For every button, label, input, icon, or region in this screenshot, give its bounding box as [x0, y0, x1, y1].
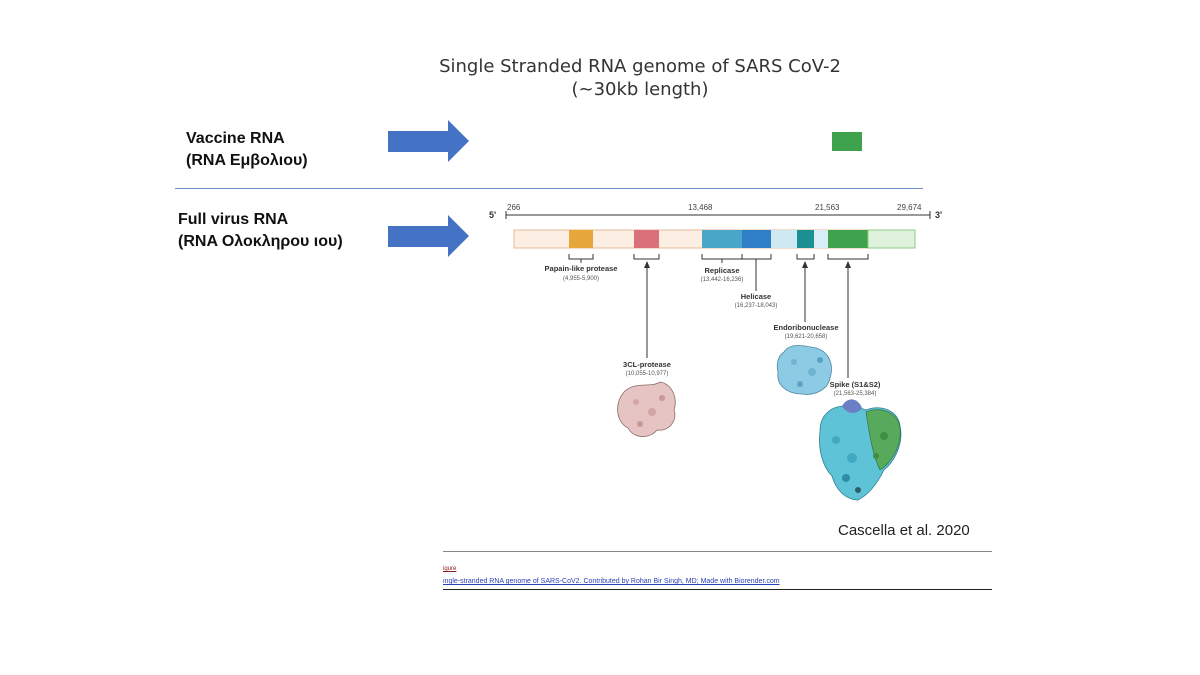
cl3-segment — [634, 230, 659, 248]
cl3-range: (10,055-10,977) — [625, 371, 669, 377]
full-virus-rna-label-line-1: Full virus RNA — [178, 211, 289, 228]
endoribonuclease-protein-structure — [776, 345, 832, 395]
tick-label-13468: 13,468 — [688, 203, 713, 212]
tick-label-21563: 21,563 — [815, 203, 840, 212]
section-divider — [175, 188, 923, 189]
replicase-bracket — [701, 254, 743, 260]
replicase-segment — [702, 230, 742, 248]
tick-label-266: 266 — [507, 203, 521, 212]
title-line-1: Single Stranded RNA genome of SARS CoV-2 — [439, 56, 841, 77]
helicase-segment — [742, 230, 771, 248]
three-prime-end: 3' — [935, 210, 943, 220]
papain-segment — [569, 230, 593, 248]
helicase-label: Helicase — [740, 292, 772, 301]
caption-top-rule — [443, 551, 992, 552]
figure-caption-link[interactable]: ingle-stranded RNA genome of SARS-CoV2. … — [443, 578, 780, 585]
pre-endo-segment — [771, 230, 797, 248]
endo-label: Endoribonuclease — [773, 323, 839, 332]
vaccine-rna-label: Vaccine RNA (RNA Εμβολιου) — [186, 128, 308, 172]
papain-label: Papain-like protease — [544, 264, 618, 273]
papain-range: (4,955-5,900) — [562, 276, 600, 282]
helicase-range: (16,237-18,043) — [734, 303, 778, 309]
spike-protein-structure — [819, 399, 902, 501]
vaccine-spike-segment — [832, 132, 862, 151]
endo-bracket — [796, 254, 815, 260]
full-virus-rna-label: Full virus RNA (RNA Ολοκληρου ιου) — [178, 209, 343, 253]
spike-segment — [828, 230, 868, 248]
figure-link[interactable]: igure — [443, 566, 457, 572]
full-virus-rna-label-line-2: (RNA Ολοκληρου ιου) — [178, 233, 343, 250]
caption-bottom-rule — [443, 589, 992, 590]
tick-label-29674: 29,674 — [897, 203, 922, 212]
cl3-bracket — [633, 254, 660, 260]
replicase-range: (13,442-16,236) — [700, 277, 744, 283]
endo-range: (19,621-20,658) — [784, 334, 828, 340]
spike-range: (21,563-25,384) — [833, 391, 877, 397]
five-prime-end: 5' — [489, 210, 497, 220]
cl3-label: 3CL-protease — [623, 360, 671, 369]
vaccine-rna-label-line-2: (RNA Εμβολιου) — [186, 152, 308, 169]
replicase-label: Replicase — [704, 266, 740, 275]
diagram-title: Single Stranded RNA genome of SARS CoV-2… — [380, 56, 900, 100]
full-virus-arrow — [388, 215, 469, 257]
spike-bracket — [827, 254, 869, 260]
title-line-2: (~30kb length) — [571, 79, 709, 100]
vaccine-arrow — [388, 120, 469, 162]
papain-bracket — [568, 254, 594, 260]
post-endo-segment — [814, 230, 828, 248]
cl3-protein-structure — [617, 381, 676, 437]
helicase-bracket — [741, 254, 772, 260]
spike-label: Spike (S1&S2) — [829, 380, 881, 389]
vaccine-rna-label-line-1: Vaccine RNA — [186, 130, 285, 147]
citation: Cascella et al. 2020 — [838, 522, 970, 539]
tail-segment — [867, 229, 916, 249]
endo-segment — [797, 230, 814, 248]
